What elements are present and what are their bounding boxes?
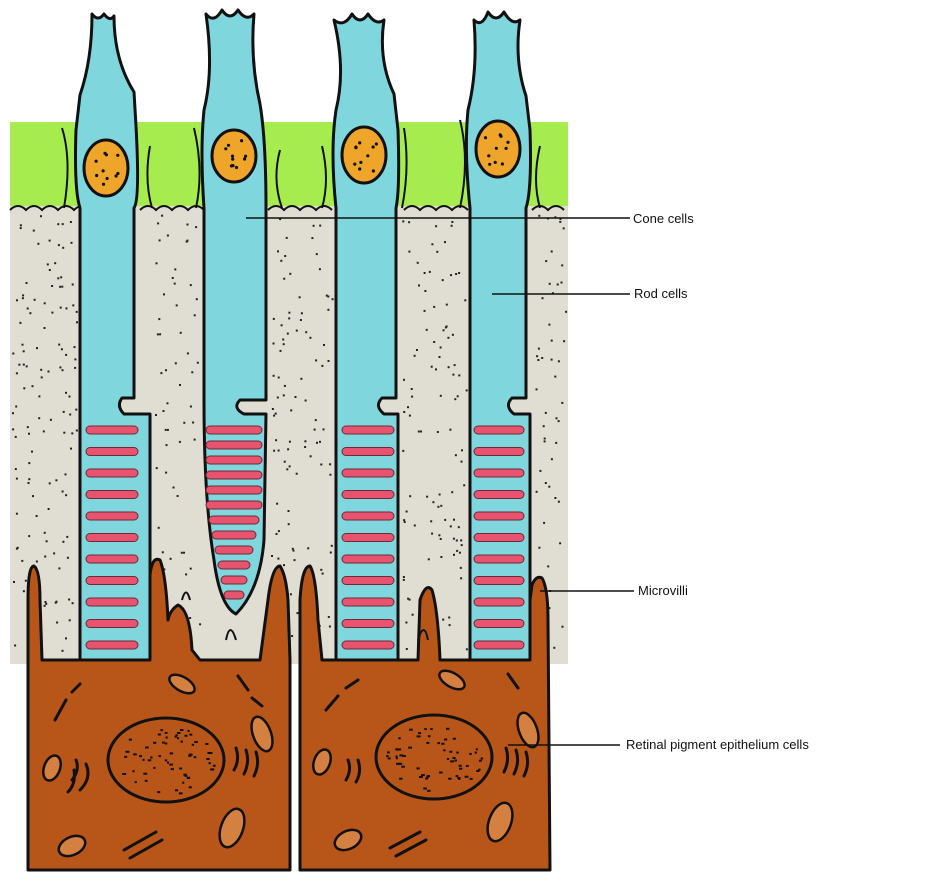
disc [220,575,248,585]
disc [205,455,263,465]
disc [341,597,395,607]
disc [341,468,395,478]
leader-lines [246,217,634,746]
disc [341,425,395,435]
disc [341,619,395,628]
photoreceptor-nuclei [82,119,522,198]
disc [473,533,525,542]
disc [205,500,263,510]
disc [85,447,139,456]
microvilli-label: Microvilli [638,583,688,598]
disc [85,576,139,585]
disc [223,590,245,600]
disc [211,530,257,540]
rod-cells-label: Rod cells [634,286,688,301]
rpe-nucleus-right [374,713,494,801]
disc [208,515,260,525]
disc [473,468,525,478]
disc [85,554,139,564]
disc [473,490,525,499]
disc [205,425,263,435]
disc [473,511,525,521]
disc [341,533,395,542]
disc [85,425,139,435]
disc [473,640,525,650]
outer-segment-discs [85,425,525,650]
rpe-organelles [53,672,530,860]
disc [341,640,395,650]
cone-cells-label: Cone cells [633,211,694,226]
outer-limiting-membrane [9,205,565,212]
rod-nucleus [82,138,130,198]
disc [205,470,263,480]
disc [341,490,395,499]
disc [473,576,525,585]
disc [473,447,525,456]
rpe-cells-label: Retinal pigment epithelium cells [626,737,809,752]
disc [217,560,251,570]
disc [85,640,139,650]
disc [85,533,139,542]
disc [85,468,139,478]
disc [85,490,139,499]
disc [205,440,263,450]
disc [214,545,254,555]
disc [341,447,395,456]
disc [473,619,525,628]
chromatin-dots [122,727,484,795]
rod-nucleus [474,119,522,179]
disc [473,425,525,435]
microvillus [181,591,429,641]
disc [85,619,139,628]
disc [473,597,525,607]
disc [473,554,525,564]
disc [341,576,395,585]
muller-fibers [61,119,541,209]
disc [205,485,263,495]
disc [341,554,395,564]
rod-nucleus [340,125,388,185]
disc [341,511,395,521]
disc [85,511,139,521]
rpe-mitochondria [42,669,540,858]
disc [85,597,139,607]
nucleus-granules [94,133,510,186]
